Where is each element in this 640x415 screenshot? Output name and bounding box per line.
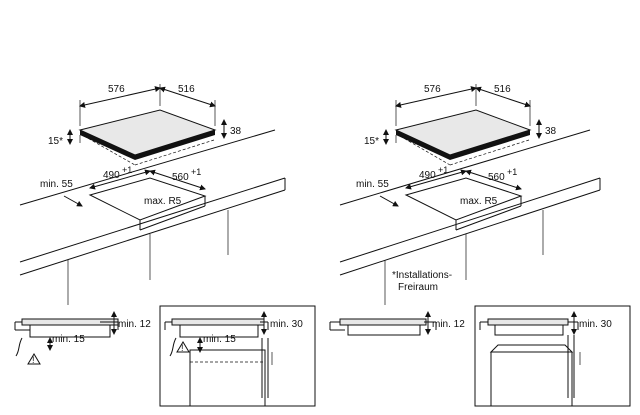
right-cutout-width: 560: [488, 172, 505, 183]
left-hob: [78, 109, 217, 166]
left-worktop: [19, 129, 286, 305]
left-cutout-width: 560: [172, 172, 189, 183]
left-cutout-width-tol: +1: [191, 167, 201, 177]
right-d1-clearance: min. 12: [432, 319, 465, 330]
left-d2-oven: [189, 349, 266, 407]
right-worktop: [339, 129, 601, 305]
warning-triangle-icon: [27, 353, 41, 365]
right-hob-top: [394, 109, 532, 156]
right-hob: [394, 109, 532, 166]
left-d1-cable: [15, 337, 23, 357]
right-width-label: 576: [424, 84, 441, 95]
right-min-edge: min. 55: [356, 179, 389, 190]
left-detail-1: ! min. 15 min. 12: [14, 311, 151, 365]
right-d2-hob: [487, 318, 569, 326]
right-panel: 576 516 38 15* 490 +1 560 +1 min. 55 max…: [329, 84, 631, 407]
right-d2-clearance: min. 30: [579, 319, 612, 330]
right-depth-dim-line: [475, 86, 531, 108]
right-note-line1: *Installations-: [392, 270, 452, 281]
left-hob-top: [78, 109, 217, 156]
left-d1-below: min. 15: [52, 334, 85, 345]
warning-triangle-icon: [176, 341, 190, 353]
left-height-total: 38: [230, 126, 242, 137]
right-cutout-depth-tol: +1: [438, 165, 448, 175]
left-width-label: 576: [108, 84, 125, 95]
right-cutout-width-tol: +1: [507, 167, 517, 177]
right-height-total: 38: [545, 126, 557, 137]
left-d2-hob: [171, 318, 265, 326]
left-depth-dim-line: [159, 86, 216, 108]
left-radius: max. R5: [144, 196, 182, 207]
left-detail-2: ! min. 15 min. 30: [159, 305, 316, 407]
right-d1-hob: [339, 318, 427, 326]
left-width-dim-line: [79, 86, 161, 108]
left-cutout-depth-tol: +1: [122, 165, 132, 175]
left-d2-clearance: min. 30: [270, 319, 303, 330]
right-note-line2: Freiraum: [398, 282, 438, 293]
right-height-glass: 15*: [364, 136, 379, 147]
right-hob-front-edge: [396, 130, 450, 160]
left-hob-front-edge: [80, 130, 135, 160]
left-panel: 576 516 38 15* 490 +1 560 +1 min. 5: [14, 84, 316, 407]
left-d1-clearance: min. 12: [118, 319, 151, 330]
left-height-glass: 15*: [48, 136, 63, 147]
left-cutout-depth: 490: [103, 170, 120, 181]
svg-text:!: !: [32, 355, 35, 365]
right-cutout-depth: 490: [419, 170, 436, 181]
right-radius: max. R5: [460, 196, 498, 207]
right-detail-2: min. 30: [474, 305, 631, 407]
left-hob-side-edge: [135, 130, 215, 160]
right-width-dim-line: [395, 86, 477, 108]
right-d2-oven: [490, 351, 573, 407]
left-d2-below: min. 15: [203, 334, 236, 345]
right-hob-side-edge: [450, 130, 530, 160]
right-detail-1: min. 12: [329, 311, 465, 336]
svg-text:!: !: [181, 343, 184, 353]
left-min-edge: min. 55: [40, 179, 73, 190]
right-depth-label: 516: [494, 84, 511, 95]
left-depth-label: 516: [178, 84, 195, 95]
